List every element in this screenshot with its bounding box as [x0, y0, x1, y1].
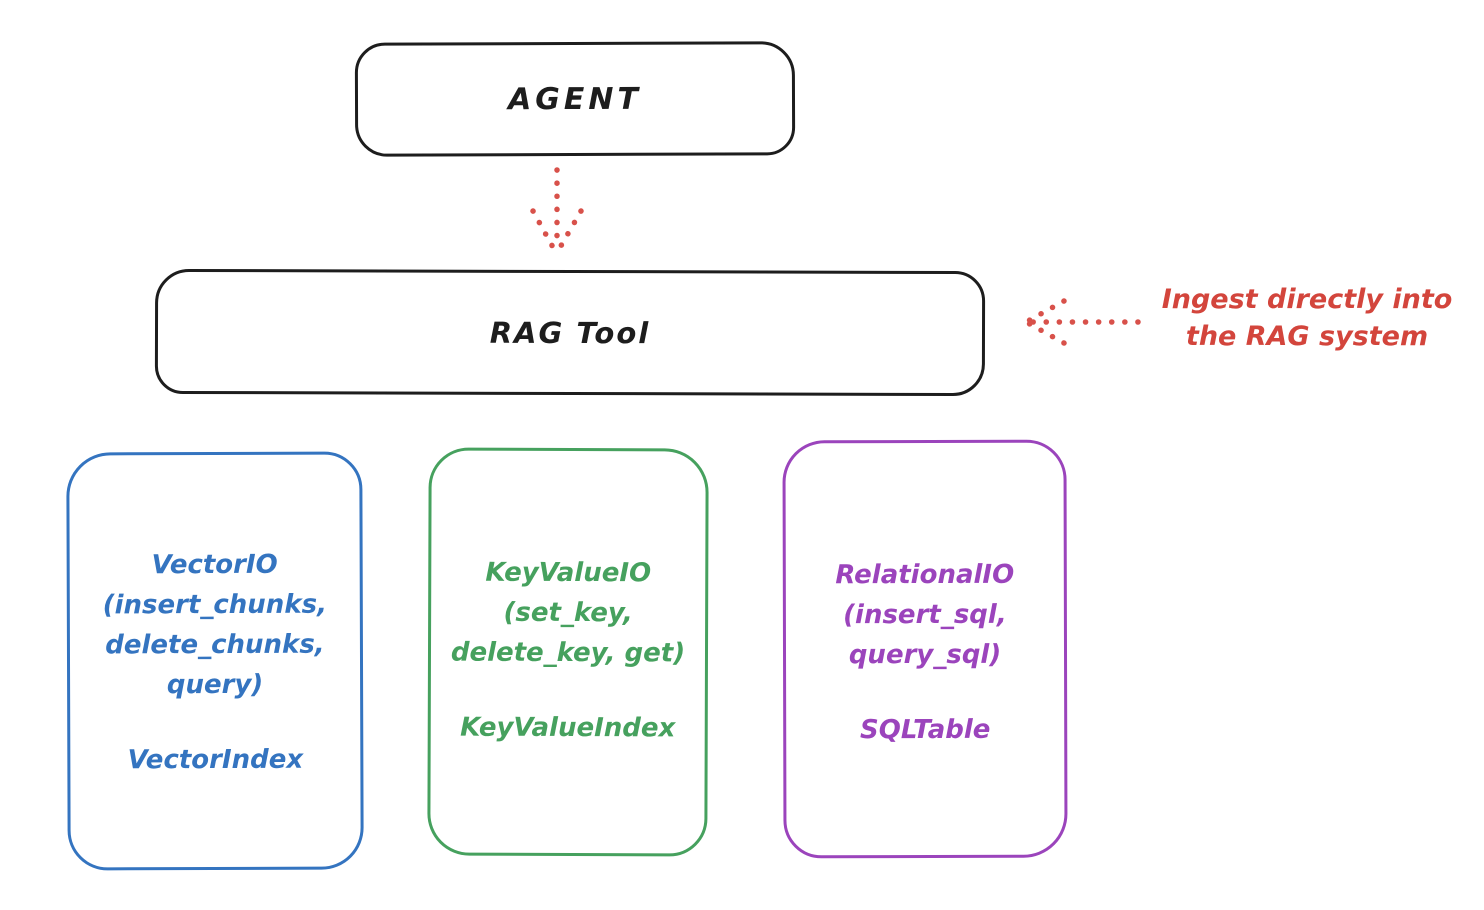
backend-line: delete_key, get)	[450, 637, 686, 669]
vectorio-box: VectorIO (insert_chunks, delete_chunks, …	[66, 451, 364, 871]
annotation-line-1: Ingest directly into	[1161, 284, 1453, 315]
annotation-text: Ingest directly into the RAG system	[1140, 281, 1474, 355]
keyvalueio-index-name: KeyValueIndex	[460, 712, 676, 744]
backend-line: delete_chunks,	[105, 629, 325, 661]
backend-line: (insert_sql,	[843, 599, 1007, 631]
rag-tool-box-label: RAG Tool	[489, 315, 651, 350]
keyvalueio-description: KeyValueIO (set_key, delete_key, get)	[451, 553, 686, 674]
vectorio-description: VectorIO (insert_chunks, delete_chunks, …	[102, 545, 327, 706]
agent-box: AGENT	[354, 41, 796, 157]
relationalio-description: RelationalIO (insert_sql, query_sql)	[835, 555, 1014, 675]
annotation-to-rag-arrow-icon	[1025, 298, 1141, 346]
keyvalueio-box: KeyValueIO (set_key, delete_key, get) Ke…	[427, 447, 709, 857]
agent-box-label: AGENT	[507, 81, 643, 117]
backend-line: (set_key,	[503, 597, 633, 629]
backend-line: KeyValueIO	[485, 557, 652, 589]
relationalio-index-name: SQLTable	[859, 714, 991, 746]
backend-line: query)	[166, 669, 264, 701]
agent-to-rag-arrow-icon	[530, 167, 584, 254]
rag-tool-box: RAG Tool	[154, 268, 986, 397]
relationalio-box: RelationalIO (insert_sql, query_sql) SQL…	[782, 439, 1068, 859]
annotation-line-2: the RAG system	[1185, 321, 1429, 352]
vectorio-index-name: VectorIndex	[127, 744, 304, 776]
backend-line: RelationalIO	[835, 559, 1015, 591]
backend-line: (insert_chunks,	[102, 589, 327, 621]
backend-line: VectorIO	[151, 549, 278, 581]
backend-line: query_sql)	[848, 639, 1002, 671]
